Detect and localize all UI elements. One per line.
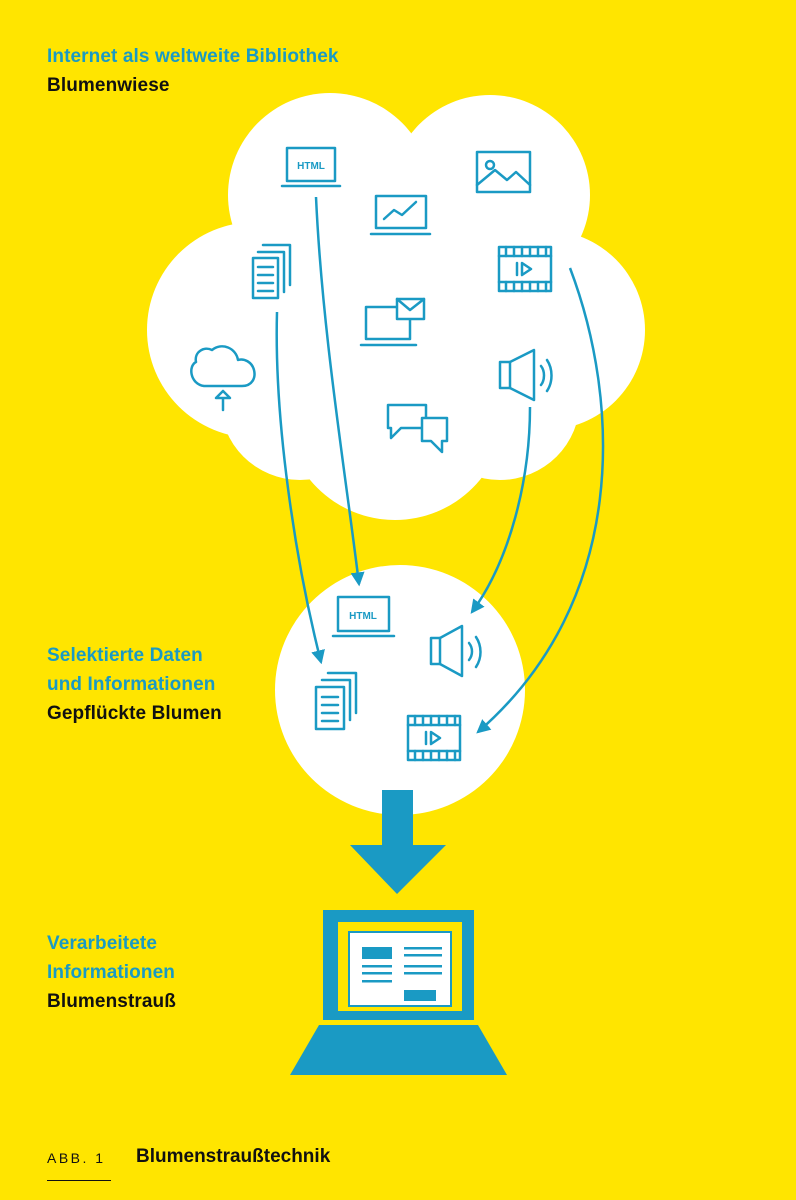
html-laptop-icon xyxy=(280,146,342,188)
speaker-icon-picked xyxy=(429,624,482,678)
chat-icon xyxy=(386,403,449,454)
down-arrow-icon xyxy=(350,790,446,894)
caption-rule xyxy=(47,1180,111,1181)
picked-cloud xyxy=(275,565,525,815)
video-icon-picked xyxy=(406,714,462,762)
caption-title: Blumenstraußtechnik xyxy=(136,1146,331,1167)
arrow-html xyxy=(314,196,365,587)
meadow-heading: Internet als weltweite Bibliothek xyxy=(47,46,339,67)
html-laptop-icon-picked xyxy=(331,595,396,638)
picked-heading-line1: Selektierte Daten xyxy=(47,645,203,666)
laptop-icon xyxy=(290,910,507,1075)
speaker-icon xyxy=(498,348,553,402)
image-icon xyxy=(475,150,532,194)
documents-icon-picked xyxy=(314,671,358,731)
video-icon xyxy=(497,245,553,293)
html-label-picked: HTML xyxy=(349,611,377,622)
bouquet-heading-line2: Informationen xyxy=(47,962,175,983)
picked-subheading: Gepflückte Blumen xyxy=(47,703,222,724)
arrow-documents xyxy=(275,311,325,665)
meadow-subheading: Blumenwiese xyxy=(47,75,170,96)
mail-laptop-icon xyxy=(359,297,426,347)
caption-label: ABB. 1 xyxy=(47,1150,106,1166)
bouquet-heading-line1: Verarbeitete xyxy=(47,933,157,954)
bouquet-subheading: Blumenstrauß xyxy=(47,991,176,1012)
html-label: HTML xyxy=(297,161,325,172)
chart-laptop-icon xyxy=(369,194,432,236)
arrow-video xyxy=(476,267,605,734)
picked-heading-line2: und Informationen xyxy=(47,674,216,695)
cloud-upload-icon xyxy=(190,345,256,412)
arrow-speaker xyxy=(470,406,532,614)
documents-icon xyxy=(251,243,292,300)
